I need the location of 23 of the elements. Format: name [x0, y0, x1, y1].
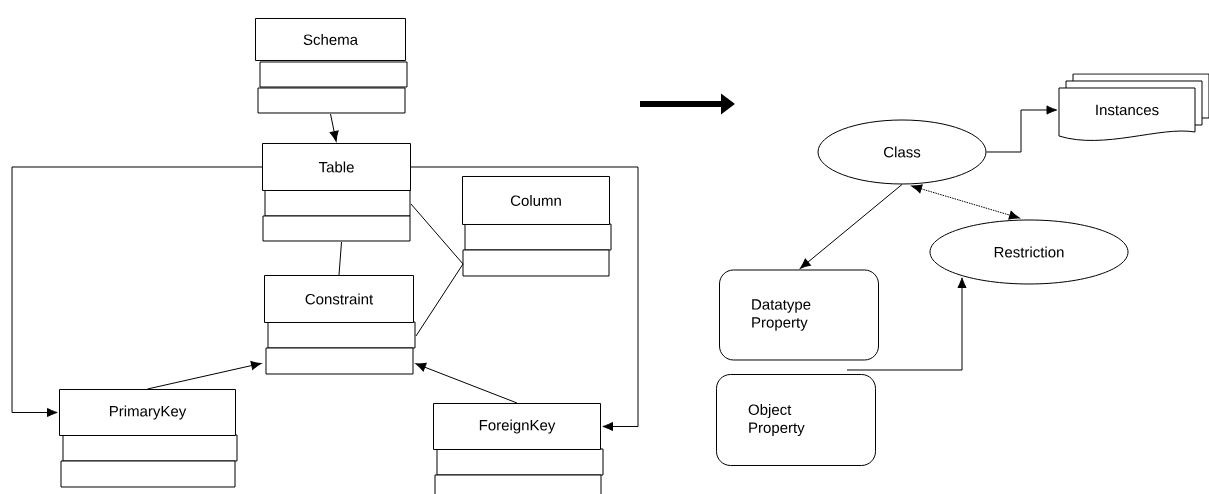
class-box: Table [262, 143, 411, 242]
class-box: Schema [255, 18, 408, 114]
connector [911, 184, 1020, 220]
ellipse-node: Restriction [929, 219, 1129, 285]
class-box: Constraint [264, 275, 416, 375]
node-label: Instances [1096, 104, 1159, 116]
class-box: ForeignKey [433, 403, 604, 494]
connector [986, 105, 1058, 153]
connector [147, 361, 262, 390]
class-box: Column [462, 176, 612, 277]
connector [329, 113, 339, 142]
connector [11, 166, 263, 418]
connector [410, 166, 639, 432]
connector [338, 241, 342, 276]
class-box: PrimaryKey [59, 389, 238, 488]
rounded-box: Object Property [716, 374, 876, 466]
connector [415, 362, 518, 404]
connector [415, 263, 464, 337]
rounded-box: Datatype Property [719, 269, 879, 361]
ellipse-node: Class [817, 119, 987, 185]
connector [410, 203, 464, 265]
connector [799, 184, 903, 269]
document-stack: Instances [1058, 73, 1209, 141]
